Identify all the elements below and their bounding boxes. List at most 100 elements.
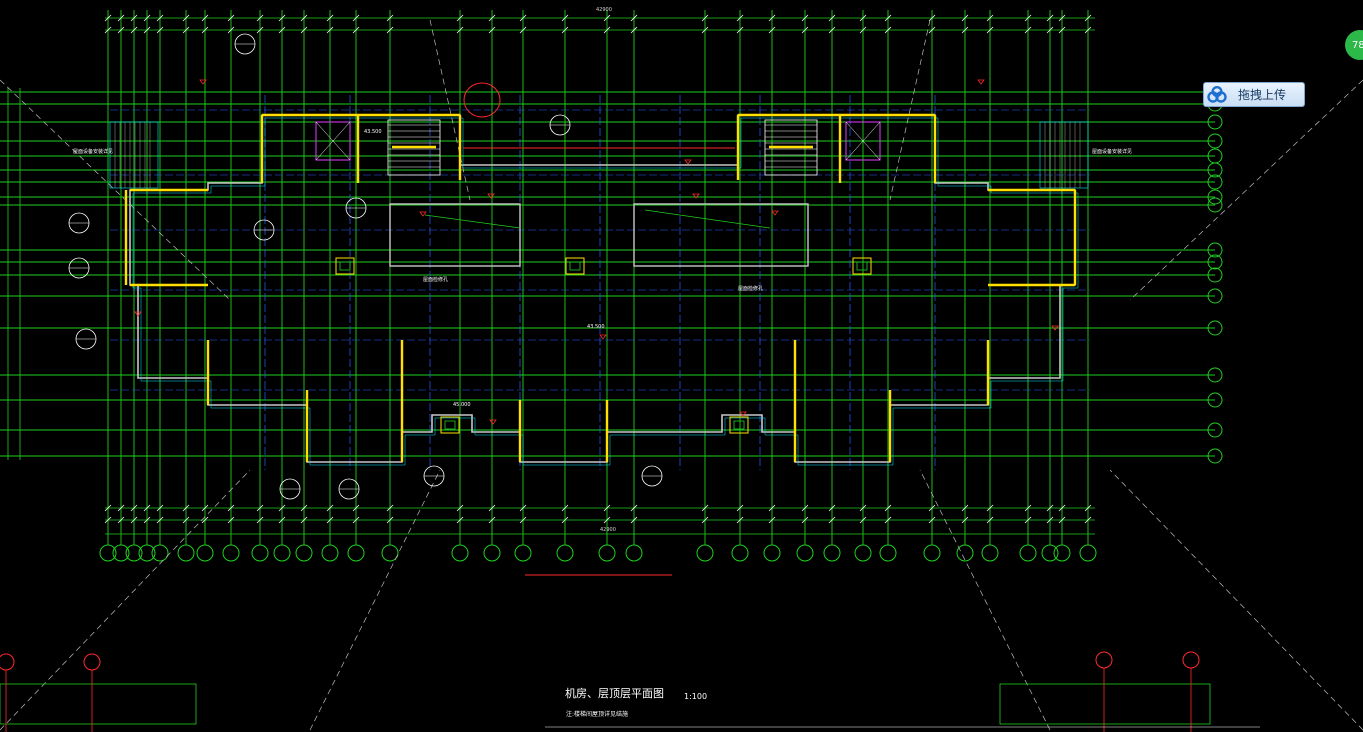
dim-tick (1084, 26, 1092, 34)
staircase (387, 119, 441, 176)
axis-bubble (763, 544, 781, 562)
dashed-guide (0, 79, 231, 301)
dim-tick (488, 504, 496, 512)
dim-tick (961, 504, 969, 512)
dim-tick (143, 516, 151, 524)
dim-tick (130, 504, 138, 512)
axis-bubble (731, 544, 749, 562)
dim-tick (386, 516, 394, 524)
dim-tick (1084, 516, 1092, 524)
roof-hatch (633, 203, 809, 267)
dim-tick (256, 14, 264, 22)
dim-tick (1024, 26, 1032, 34)
status-badge[interactable]: 78 (1345, 30, 1363, 60)
dim-tick (928, 516, 936, 524)
mid-note-right: 屋面检修孔 (738, 285, 763, 292)
equipment-base (335, 257, 355, 275)
axis-bubble (251, 544, 269, 562)
dim-tick (1046, 14, 1054, 22)
dim-tick (182, 26, 190, 34)
elevation-mark (487, 193, 495, 199)
dim-tick (801, 14, 809, 22)
elevation-mark (977, 79, 985, 85)
dim-tick (143, 14, 151, 22)
axis-bubble (112, 544, 130, 562)
axis-bubble (381, 544, 399, 562)
axis-bubble (151, 544, 169, 562)
dim-tick (1058, 26, 1066, 34)
dim-tick (986, 14, 994, 22)
dim-tick (1046, 516, 1054, 524)
dashed-guide (889, 19, 931, 201)
dim-tick (859, 26, 867, 34)
dim-tick (884, 14, 892, 22)
dim-tick (352, 516, 360, 524)
left-sign-text: 屋面设备安装详见 (73, 148, 113, 155)
axis-bubble (321, 544, 339, 562)
axis-bubble (222, 544, 240, 562)
dim-tick (701, 516, 709, 524)
section-left (0, 683, 197, 725)
axis-bubble (273, 544, 291, 562)
slope-line (644, 209, 771, 229)
dim-tick (182, 504, 190, 512)
axis-bubble (1207, 367, 1223, 383)
dim-tick (143, 26, 151, 34)
slope-line (424, 214, 521, 229)
dim-tick (256, 26, 264, 34)
axis-bubble (823, 544, 841, 562)
dim-tick (201, 504, 209, 512)
axis-bubble (177, 544, 195, 562)
elevation-stair: 43.500 (364, 129, 382, 135)
axis-bubble (1079, 544, 1097, 562)
dim-tick (859, 14, 867, 22)
dim-tick (828, 504, 836, 512)
axis-bubble (1207, 197, 1223, 213)
dim-tick (519, 14, 527, 22)
elevation-mark (489, 419, 497, 425)
axis-bubble (347, 544, 365, 562)
section-bubble (83, 653, 101, 671)
dim-tick (1024, 14, 1032, 22)
dim-tick (386, 26, 394, 34)
dim-tick (278, 26, 286, 34)
dim-tick (326, 26, 334, 34)
annotations (0, 33, 1260, 732)
dim-tick (603, 26, 611, 34)
dim-tick (768, 504, 776, 512)
dim-tick (1058, 516, 1066, 524)
dim-tick (561, 516, 569, 524)
elevation-main: 43.500 (587, 324, 605, 330)
dim-tick (104, 504, 112, 512)
side-ladder (1039, 121, 1089, 189)
axis-bubble (1207, 189, 1223, 205)
dim-tick (300, 14, 308, 22)
dim-tick (326, 516, 334, 524)
drag-upload-button[interactable]: 拖拽上传 (1203, 82, 1305, 107)
equipment-base (852, 257, 872, 275)
dim-tick (1058, 504, 1066, 512)
equipment-base-inner (339, 261, 351, 271)
dim-tick (736, 516, 744, 524)
dim-tick (1084, 14, 1092, 22)
elevation-mark (599, 334, 607, 340)
dashed-guide (0, 469, 251, 731)
dim-tick (519, 504, 527, 512)
dim-tick (1058, 14, 1066, 22)
dim-tick (1046, 504, 1054, 512)
dim-tick (352, 504, 360, 512)
dim-tick (104, 26, 112, 34)
dim-tick (156, 26, 164, 34)
building-outline (129, 114, 1076, 463)
elevation-mark (771, 210, 779, 216)
dim-tick (456, 516, 464, 524)
dim-tick (630, 516, 638, 524)
dim-tick (801, 504, 809, 512)
equipment-base (440, 416, 460, 434)
axis-bubble (981, 544, 999, 562)
revision-cloud (463, 82, 501, 118)
floor-plan (109, 113, 1089, 466)
dim-tick (736, 26, 744, 34)
dim-tick (519, 516, 527, 524)
